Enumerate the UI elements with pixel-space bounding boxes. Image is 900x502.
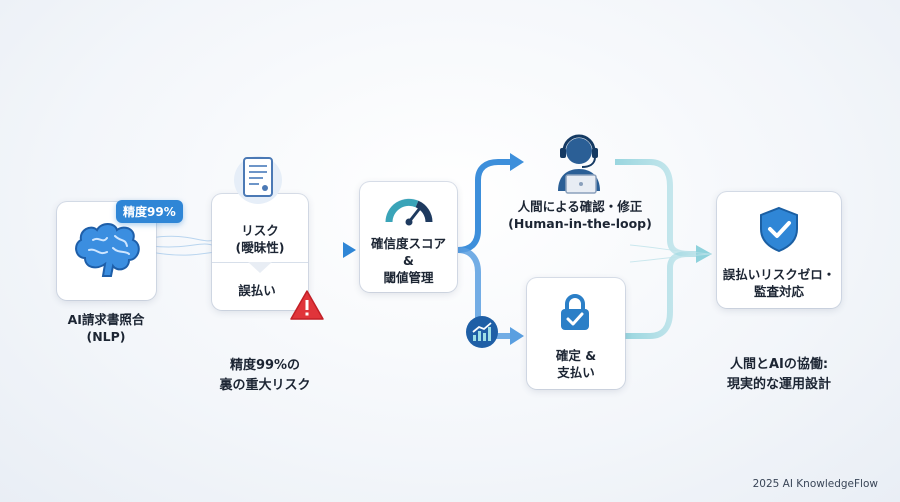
final-node-label: 誤払いリスクゼロ・ 監査対応 [717, 266, 841, 300]
left-caption-line2: 裏の重大リスク [219, 378, 311, 393]
risk-node-sublabel: 誤払い [238, 283, 276, 298]
score-node-label-line1: 確信度スコア [370, 236, 446, 251]
confirm-node-label-line2: 支払い [557, 365, 595, 380]
data-stream-lines [149, 235, 216, 256]
human-review-label: 人間による確認・修正 (Human-in-the-loop) [497, 198, 663, 232]
score-node-label-line3: 閾値管理 [383, 270, 434, 285]
human-review-label-line2: (Human-in-the-loop) [508, 216, 652, 231]
chevron-down-icon [248, 262, 272, 273]
growth-chart-icon [466, 316, 498, 348]
document-icon [234, 156, 282, 204]
warning-icon [290, 290, 324, 320]
risk-node-label: リスク (曖昧性) [212, 222, 308, 256]
right-caption: 人間とAIの協働: 現実的な運用設計 [712, 355, 846, 395]
left-caption-line1: 精度99%の [229, 358, 301, 373]
final-node-label-line2: 監査対応 [753, 284, 804, 299]
score-node-label: 確信度スコア & 閾値管理 [360, 235, 457, 286]
risk-node-card [212, 194, 308, 310]
lock-check-icon [561, 294, 589, 330]
risk-node-label-line2: (曖昧性) [235, 240, 285, 255]
arrow-confirm-to-final [625, 251, 700, 339]
human-review-label-line1: 人間による確認・修正 [517, 199, 643, 214]
ai-node-label: AI請求書照合 (NLP) [40, 311, 172, 345]
risk-node-label-line1: リスク [241, 223, 279, 238]
ai-node-label-line2: (NLP) [86, 329, 126, 344]
operator-icon [558, 134, 600, 194]
brain-icon [75, 223, 140, 277]
right-caption-line2: 現実的な運用設計 [726, 377, 831, 392]
score-node-label-line2: & [403, 253, 414, 268]
confirm-node-label-line1: 確定 & [555, 348, 597, 363]
arrow-score-branch [457, 159, 512, 253]
shield-check-icon [760, 206, 798, 253]
gauge-icon [385, 198, 433, 226]
confirm-node-label: 確定 & 支払い [527, 347, 625, 381]
accuracy-badge: 精度99% [116, 200, 183, 223]
left-caption: 精度99%の 裏の重大リスク [205, 356, 325, 396]
ai-node-label-line1: AI請求書照合 [67, 312, 145, 327]
right-caption-line1: 人間とAIの協働: [729, 357, 829, 372]
final-node-label-line1: 誤払いリスクゼロ・ [722, 267, 836, 282]
footer-credit: 2025 AI KnowledgeFlow [752, 478, 878, 490]
